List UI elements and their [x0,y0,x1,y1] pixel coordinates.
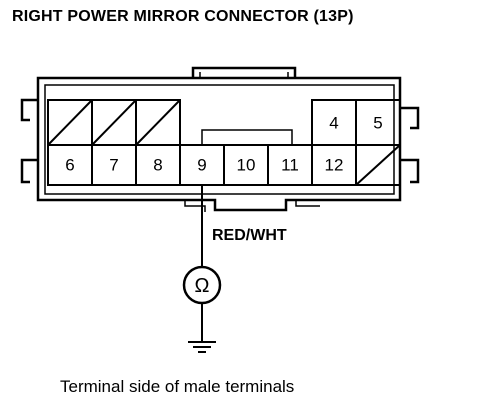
wire-color-label: RED/WHT [212,227,287,244]
bottom-row-cavities [47,144,401,186]
ohm-symbol: Ω [195,275,210,297]
top-latch [191,66,297,78]
cavity-bottom-8 [355,144,401,186]
blocked-cavity-slash [135,99,181,146]
pin-label-4: 4 [329,114,338,133]
blocked-cavity-slash [355,144,401,186]
pin-labels: 4 5 6 7 8 9 10 11 12 [65,114,382,175]
diagram-title: RIGHT POWER MIRROR CONNECTOR (13P) [12,8,354,25]
pin-label-6: 6 [65,156,74,175]
top-row-cavities [47,99,401,146]
left-tab-top [20,98,38,122]
left-tab-bottom [20,158,38,184]
pin-label-7: 7 [109,156,118,175]
ohmmeter-icon: Ω [182,265,222,305]
pin-label-11: 11 [281,156,299,175]
pin-label-8: 8 [153,156,162,175]
ground-icon [188,341,216,353]
pin-label-9: 9 [197,156,206,175]
connector-housing [20,66,420,212]
pin-label-10: 10 [237,156,256,175]
diagram-caption: Terminal side of male terminals [60,377,295,396]
right-tab-top [400,106,420,130]
pin-label-5: 5 [373,114,382,133]
right-tab-bottom [400,158,420,184]
bottom-key [184,200,320,212]
pin-label-12: 12 [325,156,344,175]
blocked-cavity-slash [91,99,137,146]
blocked-cavity-slash [47,99,93,146]
pin-key [201,129,293,145]
